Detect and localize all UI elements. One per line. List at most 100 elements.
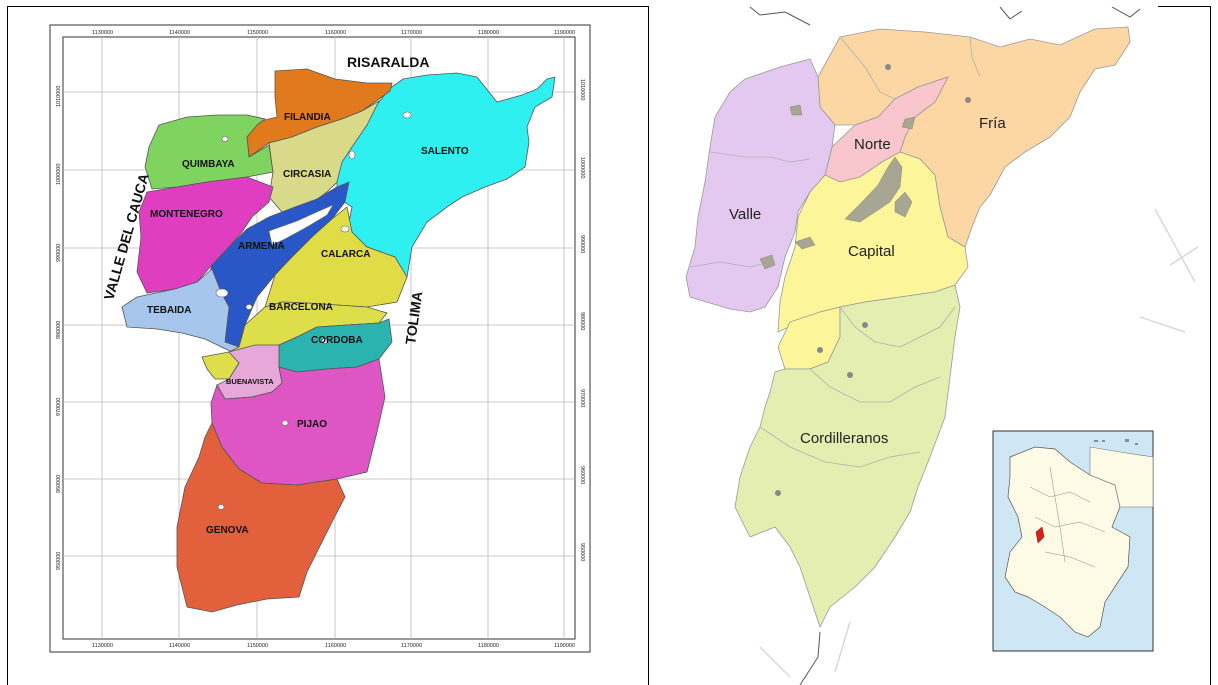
table-border-middle xyxy=(648,6,649,685)
background-outlines xyxy=(749,7,1141,685)
municipality-calarca xyxy=(264,206,408,308)
label-cordoba: CORDOBA xyxy=(311,335,363,346)
label-capital: Capital xyxy=(848,243,895,260)
y-tick-label: 950000 xyxy=(579,543,585,561)
label-salento: SALENTO xyxy=(421,146,469,157)
urban-area-capital xyxy=(844,156,903,223)
urban-area xyxy=(794,236,816,250)
town-dots xyxy=(775,64,971,496)
y-tick-label: 990000 xyxy=(56,244,62,262)
urban-area xyxy=(215,288,229,298)
y-tick-label: 1000000 xyxy=(579,157,585,178)
label-calarca: CALARCA xyxy=(321,249,370,260)
x-tick-label: 1190000 xyxy=(554,643,575,649)
urban-area xyxy=(321,338,329,344)
urban-area xyxy=(901,116,916,130)
table-border-right xyxy=(1210,6,1211,685)
inset-quindio-marker xyxy=(1035,526,1045,544)
region-cordilleranos xyxy=(734,284,961,629)
x-tick-label: 1160000 xyxy=(325,643,346,649)
border-label-east: TOLIMA xyxy=(402,290,425,345)
inset-neighbor-shape xyxy=(1089,446,1154,508)
table-border-top-left xyxy=(7,6,648,7)
y-tick-label: 970000 xyxy=(579,389,585,407)
label-pijao: PIJAO xyxy=(297,419,327,430)
table-border-left xyxy=(7,6,8,685)
y-tick-label: 960000 xyxy=(579,466,585,484)
urban-area xyxy=(402,111,412,119)
y-tick-labels-left: 1010000 1000000 990000 980000 970000 960… xyxy=(56,86,62,570)
regional-map-panel: Fría Norte Valle Capital Cordilleranos xyxy=(650,7,1211,685)
label-valle: Valle xyxy=(729,206,761,223)
border-label-north: RISARALDA xyxy=(347,54,429,70)
watermark-strokes xyxy=(759,208,1199,678)
town-dot xyxy=(775,490,781,496)
label-barcelona: BARCELONA xyxy=(269,302,333,313)
y-tick-label: 970000 xyxy=(56,398,62,416)
label-quimbaya: QUIMBAYA xyxy=(182,159,235,170)
urban-areas xyxy=(215,111,412,510)
y-tick-label: 960000 xyxy=(56,475,62,493)
municipality-genova xyxy=(176,422,346,613)
table-border-top-right xyxy=(1158,6,1211,7)
municipality-labels: FILANDIA SALENTO QUIMBAYA CIRCASIA MONTE… xyxy=(147,112,469,536)
x-tick-label: 1170000 xyxy=(401,643,422,649)
municipality-circasia xyxy=(268,99,380,213)
regional-map: Fría Norte Valle Capital Cordilleranos xyxy=(685,7,1199,685)
region-labels: Fría Norte Valle Capital Cordilleranos xyxy=(729,115,1006,447)
town-dot xyxy=(847,372,853,378)
urban-area xyxy=(340,225,350,233)
y-tick-label: 990000 xyxy=(579,235,585,253)
x-tick-label: 1140000 xyxy=(169,30,190,36)
region-valle xyxy=(685,58,836,313)
x-tick-label: 1130000 xyxy=(92,643,113,649)
x-tick-labels-bottom: 1130000 1140000 1150000 1160000 1170000 … xyxy=(92,643,575,649)
y-tick-label: 980000 xyxy=(56,321,62,339)
y-tick-label: 1010000 xyxy=(579,79,585,100)
label-filandia: FILANDIA xyxy=(284,112,331,123)
town-dot xyxy=(862,322,868,328)
y-tick-label: 1010000 xyxy=(56,86,62,107)
urban-area xyxy=(759,254,776,270)
urban-area xyxy=(894,191,913,218)
x-tick-label: 1160000 xyxy=(325,30,346,36)
label-norte: Norte xyxy=(854,136,891,153)
y-tick-label: 980000 xyxy=(579,312,585,330)
municipal-map: 1130000 1140000 1150000 1160000 1170000 … xyxy=(49,24,591,653)
municipal-map-panel: 1130000 1140000 1150000 1160000 1170000 … xyxy=(7,7,647,685)
urban-area xyxy=(281,420,289,426)
x-tick-label: 1150000 xyxy=(247,30,268,36)
x-tick-label: 1170000 xyxy=(401,30,422,36)
urban-areas xyxy=(759,104,916,270)
y-tick-label: 950000 xyxy=(56,552,62,570)
inset-internal-borders xyxy=(1029,466,1106,568)
x-tick-label: 1180000 xyxy=(478,643,499,649)
urban-area xyxy=(789,104,803,116)
region-shapes xyxy=(685,26,1131,629)
town-dot xyxy=(965,97,971,103)
urban-area xyxy=(221,136,229,142)
x-tick-label: 1190000 xyxy=(554,30,575,36)
label-cordilleranos: Cordilleranos xyxy=(800,430,888,447)
town-dot xyxy=(885,64,891,70)
urban-area xyxy=(268,204,334,246)
label-circasia: CIRCASIA xyxy=(283,169,331,180)
label-montenegro: MONTENEGRO xyxy=(150,209,223,220)
internal-boundaries xyxy=(689,36,981,468)
label-fria: Fría xyxy=(979,115,1006,132)
x-tick-labels-top: 1130000 1140000 1150000 1160000 1170000 … xyxy=(92,30,575,36)
x-tick-label: 1180000 xyxy=(478,30,499,36)
inset-islands xyxy=(1094,439,1138,445)
inset-locator-map xyxy=(992,430,1154,652)
town-dot xyxy=(817,347,823,353)
x-tick-label: 1140000 xyxy=(169,643,190,649)
x-tick-label: 1130000 xyxy=(92,30,113,36)
x-tick-label: 1150000 xyxy=(247,643,268,649)
label-buenavista: BUENAVISTA xyxy=(226,377,274,386)
label-tebaida: TEBAIDA xyxy=(147,305,191,316)
y-tick-labels-right: 1010000 1000000 990000 980000 970000 960… xyxy=(579,79,585,561)
urban-area xyxy=(217,504,225,510)
y-tick-label: 1000000 xyxy=(56,164,62,185)
municipality-shapes xyxy=(121,68,556,613)
urban-area xyxy=(348,150,356,160)
